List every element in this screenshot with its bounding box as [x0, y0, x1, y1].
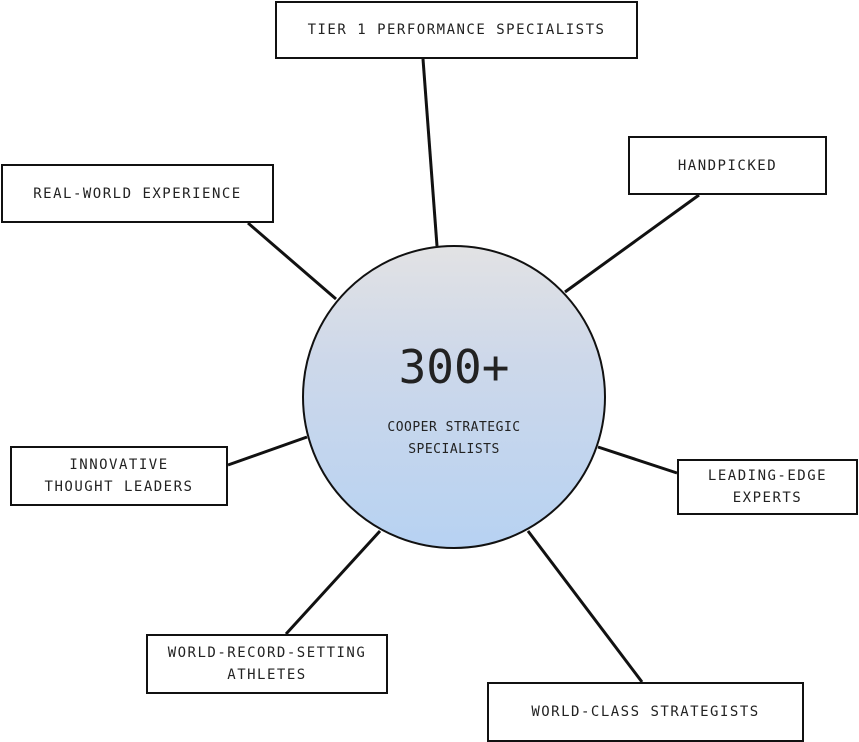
- specialists-hub-circle: 300+ COOPER STRATEGIC SPECIALISTS: [302, 245, 606, 549]
- connector-line: [564, 193, 700, 294]
- node-innovative-thought-leaders[interactable]: INNOVATIVE THOUGHT LEADERS: [10, 446, 228, 506]
- hub-label: COOPER STRATEGIC SPECIALISTS: [387, 420, 521, 457]
- node-world-class-strategists[interactable]: WORLD-CLASS STRATEGISTS: [487, 682, 804, 742]
- node-real-world-experience[interactable]: REAL-WORLD EXPERIENCE: [1, 164, 274, 223]
- node-world-record-setting-athletes[interactable]: WORLD-RECORD-SETTING ATHLETES: [146, 634, 388, 694]
- connector-line: [421, 58, 439, 247]
- node-handpicked[interactable]: HANDPICKED: [628, 136, 827, 195]
- node-tier-1-performance-specialists[interactable]: TIER 1 PERFORMANCE SPECIALISTS: [275, 1, 638, 59]
- specialist-count: 300+: [398, 340, 510, 394]
- node-leading-edge-experts[interactable]: LEADING-EDGE EXPERTS: [677, 459, 858, 515]
- connector-line: [597, 445, 678, 475]
- connector-line: [227, 435, 308, 467]
- connector-line: [526, 530, 644, 683]
- connector-line: [247, 221, 337, 301]
- connector-line: [284, 529, 382, 636]
